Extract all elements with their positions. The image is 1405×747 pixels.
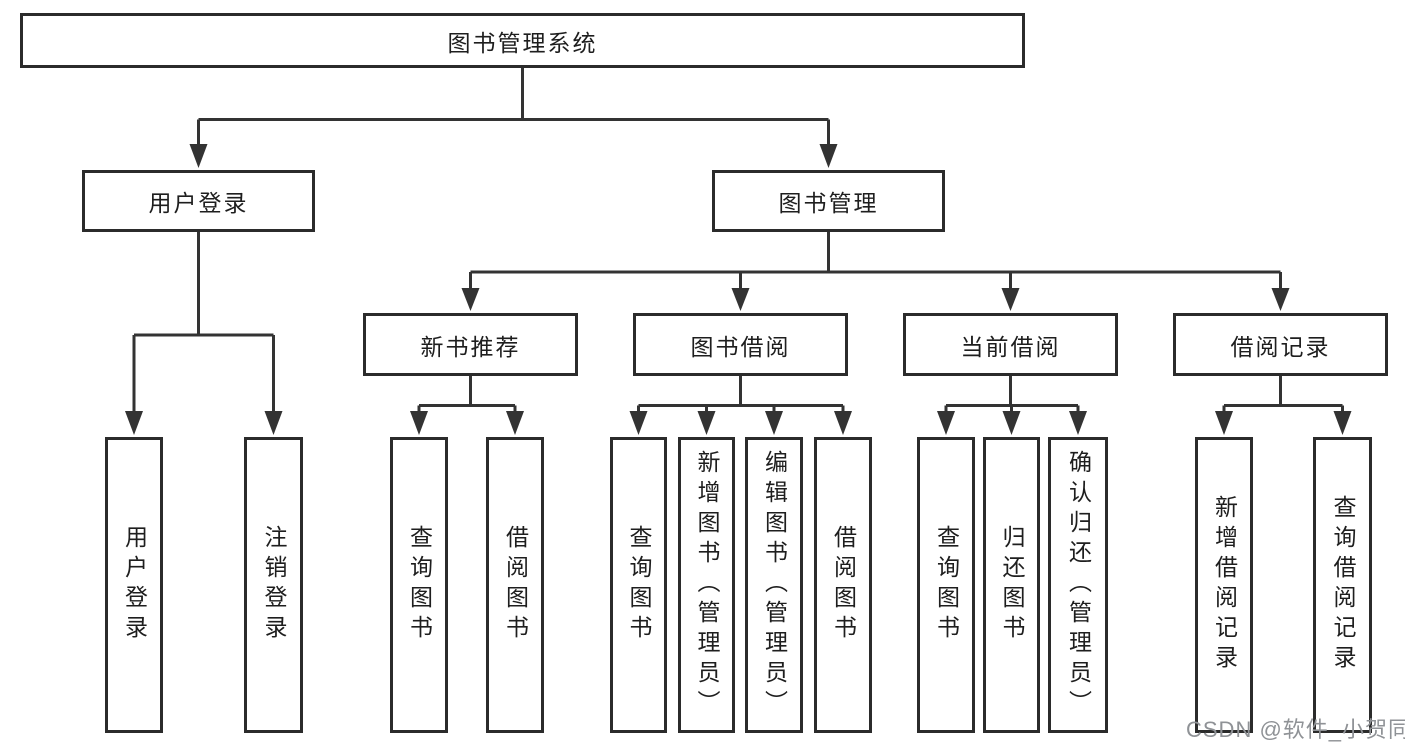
arrowhead-g0-leaf2 <box>506 411 524 435</box>
connector-userlogin-to-leaves <box>125 232 283 435</box>
node-root-system: 图书管理系统 <box>20 13 1025 68</box>
arrowhead-current-borrow <box>1001 288 1020 311</box>
leaf-query-book-1: 查询图书 <box>390 437 448 733</box>
connector-currentborrow-to-leaves <box>937 376 1087 435</box>
arrowhead-g2-leaf3 <box>1069 411 1087 435</box>
arrowhead-g2-leaf2 <box>1002 411 1021 435</box>
arrowhead-g1-leaf2 <box>697 411 716 435</box>
arrowhead-g1-leaf1 <box>629 411 648 435</box>
connector-root-to-level2 <box>189 68 838 168</box>
leaf-add-borrow-record: 新增借阅记录 <box>1195 437 1253 733</box>
node-book-borrowing: 图书借阅 <box>633 313 848 376</box>
leaf-return-book: 归还图书 <box>983 437 1040 733</box>
arrowhead-g0-leaf1 <box>410 411 428 435</box>
arrowhead-g1-leaf4 <box>834 411 852 435</box>
arrowhead-leaf-logout <box>264 411 283 435</box>
arrowhead-g2-leaf1 <box>937 411 955 435</box>
leaf-query-book-3: 查询图书 <box>917 437 975 733</box>
csdn-watermark: CSDN @软件_小贺同学 <box>1186 717 1405 742</box>
connector-bookborrow-to-leaves <box>629 376 852 435</box>
arrowhead-g3-leaf2 <box>1333 411 1352 435</box>
leaf-borrow-book-2: 借阅图书 <box>814 437 872 733</box>
connector-bookmgmt-to-groups <box>461 232 1290 311</box>
node-user-login: 用户登录 <box>82 170 315 232</box>
leaf-query-book-2: 查询图书 <box>610 437 667 733</box>
node-book-management: 图书管理 <box>712 170 945 232</box>
leaf-edit-book-admin: 编辑图书（管理员） <box>745 437 803 733</box>
leaf-add-book-admin: 新增图书（管理员） <box>678 437 735 733</box>
arrowhead-borrow-record <box>1271 288 1290 311</box>
arrowhead-user-login <box>189 144 208 168</box>
leaf-query-borrow-record: 查询借阅记录 <box>1313 437 1372 733</box>
leaf-borrow-book-1: 借阅图书 <box>486 437 544 733</box>
arrowhead-book-borrow <box>731 288 750 311</box>
arrowhead-g1-leaf3 <box>765 411 783 435</box>
arrowhead-leaf-login <box>125 411 143 435</box>
connector-borrowrecord-to-leaves <box>1215 376 1352 435</box>
node-current-borrowing: 当前借阅 <box>903 313 1118 376</box>
leaf-confirm-return-admin: 确认归还（管理员） <box>1048 437 1108 733</box>
connector-newbookrec-to-leaves <box>410 376 524 435</box>
arrowhead-book-mgmt <box>819 144 838 168</box>
node-new-book-recommendation: 新书推荐 <box>363 313 578 376</box>
arrowhead-g3-leaf1 <box>1215 411 1233 435</box>
node-borrowing-records: 借阅记录 <box>1173 313 1388 376</box>
leaf-user-login: 用户登录 <box>105 437 163 733</box>
leaf-logout: 注销登录 <box>244 437 303 733</box>
arrowhead-new-book-rec <box>461 288 480 311</box>
